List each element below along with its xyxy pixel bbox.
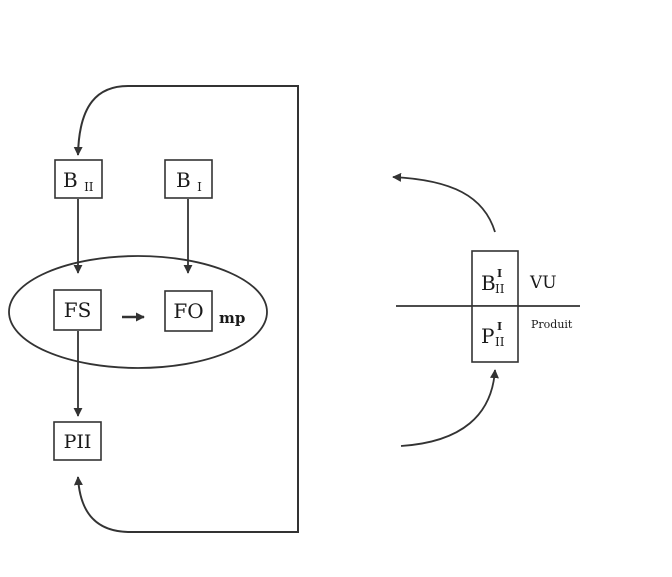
arrow-in-bottom bbox=[400, 369, 499, 447]
arrow-out-top bbox=[392, 172, 496, 233]
process-ellipse bbox=[8, 255, 268, 369]
svg-text:P: P bbox=[481, 324, 494, 348]
box-fo-label: FO bbox=[173, 299, 203, 323]
svg-text:B II: B II bbox=[63, 168, 94, 194]
box-b-ii-i-main: B bbox=[481, 271, 496, 295]
box-p-ii-i-sub: II bbox=[495, 335, 505, 349]
box-p-ii-i-main: P bbox=[481, 324, 494, 348]
box-pii-label: PII bbox=[64, 431, 92, 453]
box-pii: PII bbox=[53, 421, 102, 461]
box-fs-label: FS bbox=[64, 298, 92, 322]
box-b-i-sub: I bbox=[197, 180, 202, 194]
box-fo: FO bbox=[164, 290, 213, 332]
box-b-i: B I bbox=[164, 159, 213, 199]
box-fs: FS bbox=[53, 289, 102, 331]
right-diagram: B I II VU P I II Produit bbox=[392, 172, 580, 447]
label-vu: VU bbox=[529, 273, 557, 293]
label-produit: Produit bbox=[531, 318, 573, 331]
box-b-ii-i-sup: I bbox=[497, 267, 502, 280]
box-p-ii-i-sup: I bbox=[497, 320, 502, 333]
svg-text:B I: B I bbox=[176, 168, 202, 194]
box-b-i-main: B bbox=[176, 168, 191, 192]
box-b-ii-i: B I II bbox=[471, 250, 519, 307]
feedback-loop-line bbox=[73, 85, 299, 533]
box-b-ii: B II bbox=[54, 159, 103, 199]
box-p-ii-i: P I II bbox=[471, 305, 519, 363]
svg-text:B: B bbox=[481, 271, 496, 295]
left-diagram: B II B I FS FO mp bbox=[8, 85, 299, 533]
box-b-ii-sub: II bbox=[84, 180, 94, 194]
box-b-ii-i-sub: II bbox=[495, 282, 505, 296]
label-mp: mp bbox=[219, 309, 245, 327]
box-b-ii-main: B bbox=[63, 168, 78, 192]
